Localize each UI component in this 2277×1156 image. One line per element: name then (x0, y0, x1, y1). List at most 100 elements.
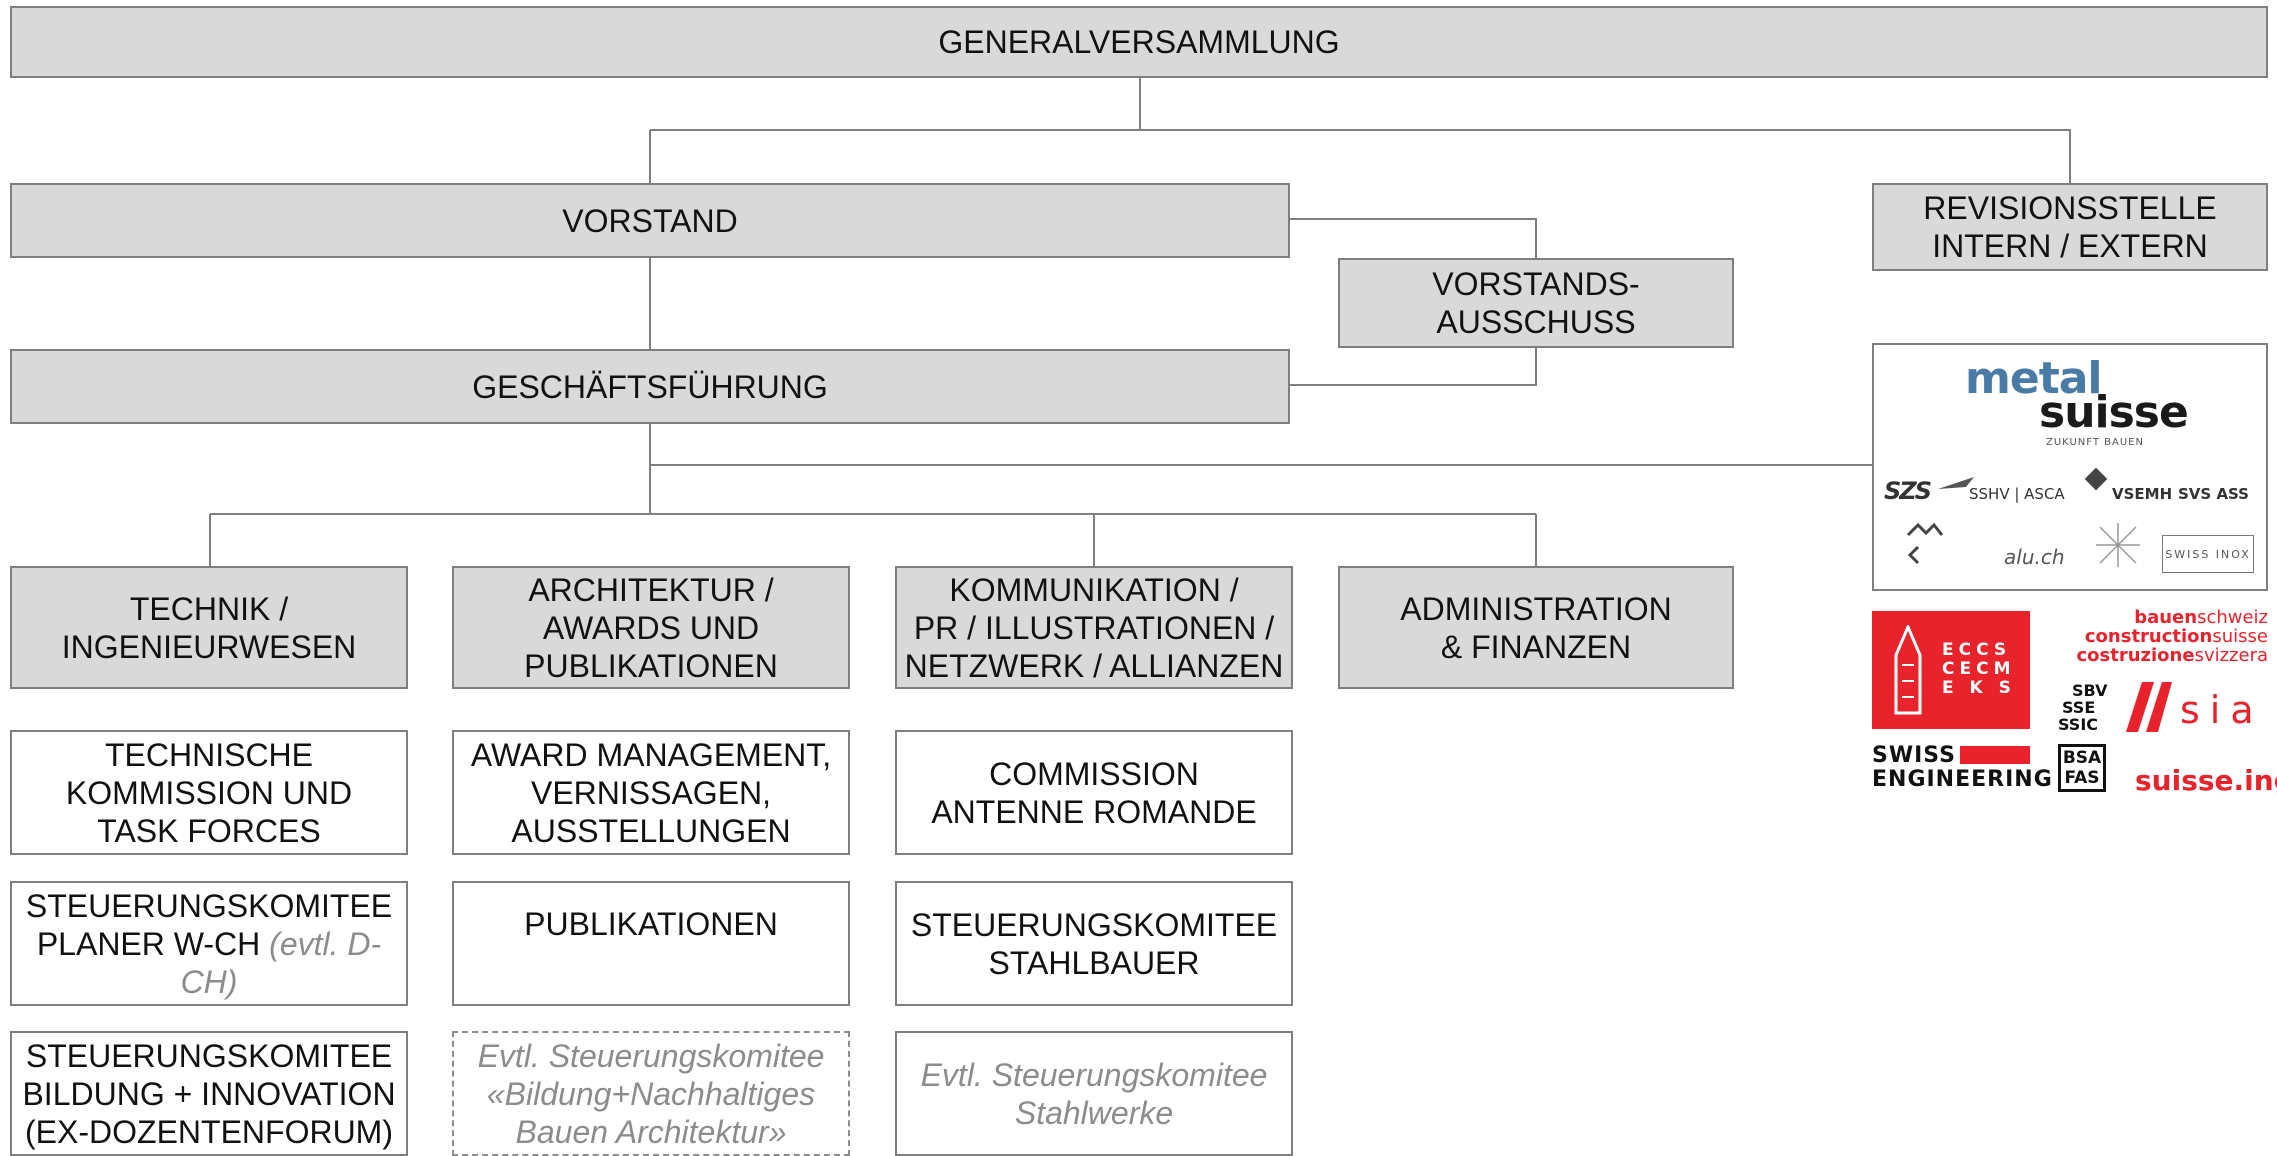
szs-logo: SZS (1884, 477, 1932, 505)
evtl-stahlwerke-line-1: Evtl. Steuerungskomitee (920, 1056, 1268, 1093)
costruzione-rest: svizzera (2194, 645, 2268, 666)
eccs-line-2: CECM (1942, 659, 2016, 679)
vorstand-label: VORSTAND (562, 202, 738, 239)
sbv-line-2: SSE (2062, 698, 2096, 717)
sbv-line-1: SBV (2072, 681, 2108, 700)
steuerung-planer-line-2-wrap: PLANER W-CH (evtl. D-CH) (12, 925, 406, 1001)
dept-technik-line-2: INGENIEURWESEN (61, 628, 357, 665)
generalversammlung-box: GENERALVERSAMMLUNG (10, 6, 2268, 78)
bsa-line-1: BSA (2062, 748, 2102, 768)
award-management-box: AWARD MANAGEMENT, VERNISSAGEN, AUSSTELLU… (452, 730, 850, 855)
aluch-logo: alu.ch (2004, 545, 2065, 569)
steuerung-bildung-box: STEUERUNGSKOMITEE BILDUNG + INNOVATION (… (10, 1031, 408, 1156)
evtl-bildung-nachhaltig-box: Evtl. Steuerungskomitee «Bildung+Nachhal… (452, 1031, 850, 1156)
technische-kommission-line-1: TECHNISCHE (104, 736, 313, 773)
dept-kommunikation-line-1: KOMMUNIKATION / (949, 571, 1239, 608)
steuerung-bildung-line-3: (EX-DOZENTENFORUM) (25, 1113, 393, 1150)
eccs-line-3: E K S (1942, 678, 2016, 698)
evtl-bildung-line-3: Bauen Architektur» (515, 1113, 787, 1150)
revisionsstelle-box: REVISIONSSTELLE INTERN / EXTERN (1872, 183, 2268, 271)
connector-ausschuss-gf (1290, 348, 1537, 386)
technische-kommission-line-2: KOMMISSION UND (65, 774, 353, 811)
vorstandsausschuss-box: VORSTANDS- AUSSCHUSS (1338, 258, 1734, 348)
bauen-bold: bauen (2134, 607, 2198, 628)
metaltec-mountain-icon (1906, 522, 1944, 565)
bauenschweiz-logo: bauenschweiz constructionsuisse costruzi… (2060, 608, 2268, 665)
sbv-slashes-icon (2126, 682, 2172, 732)
dept-technik-box: TECHNIK / INGENIEURWESEN (10, 566, 408, 689)
commission-antenne-box: COMMISSION ANTENNE ROMANDE (895, 730, 1293, 855)
steuerung-stahlbauer-box: STEUERUNGSKOMITEE STAHLBAUER (895, 881, 1293, 1006)
swiss-engineering-flag-icon (1960, 746, 2030, 764)
dept-technik-line-1: TECHNIK / (129, 590, 289, 627)
swiss-engineering-logo: SWISS ENGINEERING (1872, 744, 2053, 792)
steuerung-stahlbauer-line-1: STEUERUNGSKOMITEE (910, 906, 1278, 943)
revisionsstelle-line-2: INTERN / EXTERN (1932, 228, 2208, 264)
commission-antenne-line-2: ANTENNE ROMANDE (931, 793, 1257, 830)
dept-architektur-line-1: ARCHITEKTUR / (528, 571, 774, 608)
award-management-line-3: AUSSTELLUNGEN (511, 812, 791, 849)
dept-architektur-line-3: PUBLIKATIONEN (524, 647, 778, 684)
generalversammlung-label: GENERALVERSAMMLUNG (938, 24, 1340, 60)
dept-administration-line-1: ADMINISTRATION (1400, 590, 1672, 627)
publikationen-label: PUBLIKATIONEN (524, 906, 778, 942)
construction-rest: suisse (2212, 626, 2268, 647)
swiss-engineering-line-1: SWISS (1872, 743, 1956, 768)
steuerung-stahlbauer-line-2: STAHLBAUER (988, 944, 1200, 981)
evtl-bildung-line-1: Evtl. Steuerungskomitee (477, 1037, 825, 1074)
steuerung-planer-line-1: STEUERUNGSKOMITEE (25, 887, 393, 924)
steuerung-bildung-line-2: BILDUNG + INNOVATION (22, 1075, 396, 1112)
sshv-logo: SSHV | ASCA (1969, 485, 2065, 503)
bsa-fas-logo: BSA FAS (2058, 744, 2106, 792)
dept-kommunikation-box: KOMMUNIKATION / PR / ILLUSTRATIONEN / NE… (895, 566, 1293, 689)
award-management-line-2: VERNISSAGEN, (530, 774, 772, 811)
construction-bold: construction (2084, 626, 2213, 647)
metalsuisse-logo-panel: metal suisse ZUKUNFT BAUEN SZS SSHV | AS… (1872, 343, 2268, 591)
vsemh-diamond-icon (2084, 467, 2108, 491)
steuerung-planer-box: STEUERUNGSKOMITEE PLANER W-CH (evtl. D-C… (10, 881, 408, 1006)
steuerung-planer-note: (evtl. D-CH) (180, 925, 382, 1000)
costruzione-bold: costruzione (2076, 645, 2195, 666)
dept-administration-line-2: & FINANZEN (1440, 628, 1632, 665)
metalsuisse-tagline: ZUKUNFT BAUEN (2046, 437, 2144, 448)
publikationen-box: PUBLIKATIONEN (452, 881, 850, 1006)
vorstandsausschuss-line-2: AUSSCHUSS (1436, 304, 1636, 340)
commission-antenne-line-1: COMMISSION (989, 755, 1199, 792)
steuerung-planer-line-2: PLANER W-CH (36, 925, 261, 962)
dept-architektur-line-2: AWARDS UND (542, 609, 760, 646)
metalsuisse-logo-metal: metal (1965, 353, 2102, 404)
technische-kommission-line-3: TASK FORCES (97, 812, 321, 849)
geschaeftsfuehrung-label: GESCHÄFTSFÜHRUNG (472, 368, 828, 405)
evtl-stahlwerke-box: Evtl. Steuerungskomitee Stahlwerke (895, 1031, 1293, 1156)
sshv-swoosh-icon (1938, 477, 1974, 489)
bsa-line-2: FAS (2064, 768, 2100, 788)
eccs-line-1: ECCS (1942, 640, 2012, 660)
swiss-inox-logo: SWISS INOX (2162, 535, 2254, 573)
svs-logo: SVS ASS (2178, 485, 2249, 503)
eccs-logo: ECCS CECM E K S (1872, 611, 2030, 729)
evtl-bildung-line-2: «Bildung+Nachhaltiges (486, 1075, 816, 1112)
dept-administration-box: ADMINISTRATION & FINANZEN (1338, 566, 1734, 689)
evtl-stahlwerke-line-2: Stahlwerke (1014, 1094, 1174, 1131)
suisse-ing-logo: suisse.ing (2135, 764, 2277, 797)
award-management-line-1: AWARD MANAGEMENT, (470, 736, 832, 773)
geschaeftsfuehrung-box: GESCHÄFTSFÜHRUNG (10, 349, 1290, 424)
dept-kommunikation-line-3: NETZWERK / ALLIANZEN (904, 647, 1284, 684)
bauen-rest: schweiz (2197, 607, 2268, 628)
vorstand-box: VORSTAND (10, 183, 1290, 258)
technische-kommission-box: TECHNISCHE KOMMISSION UND TASK FORCES (10, 730, 408, 855)
connector-vorstand-ausschuss (1290, 218, 1537, 258)
dept-kommunikation-line-2: PR / ILLUSTRATIONEN / (913, 609, 1275, 646)
sia-logo: sia (2180, 688, 2264, 732)
eccs-tower-icon (1894, 625, 1922, 715)
swiss-engineering-line-2: ENGINEERING (1872, 767, 2053, 792)
metalsuisse-logo-suisse: suisse (2039, 387, 2189, 438)
steuerung-bildung-line-1: STEUERUNGSKOMITEE (25, 1037, 393, 1074)
sbv-line-3: SSIC (2058, 715, 2099, 734)
dept-architektur-box: ARCHITEKTUR / AWARDS UND PUBLIKATIONEN (452, 566, 850, 689)
szff-star-icon (2096, 523, 2140, 567)
sbv-logo: SBV SSE SSIC (2058, 682, 2107, 733)
connector-gv-branch (650, 129, 2071, 183)
revisionsstelle-line-1: REVISIONSSTELLE (1923, 190, 2217, 226)
